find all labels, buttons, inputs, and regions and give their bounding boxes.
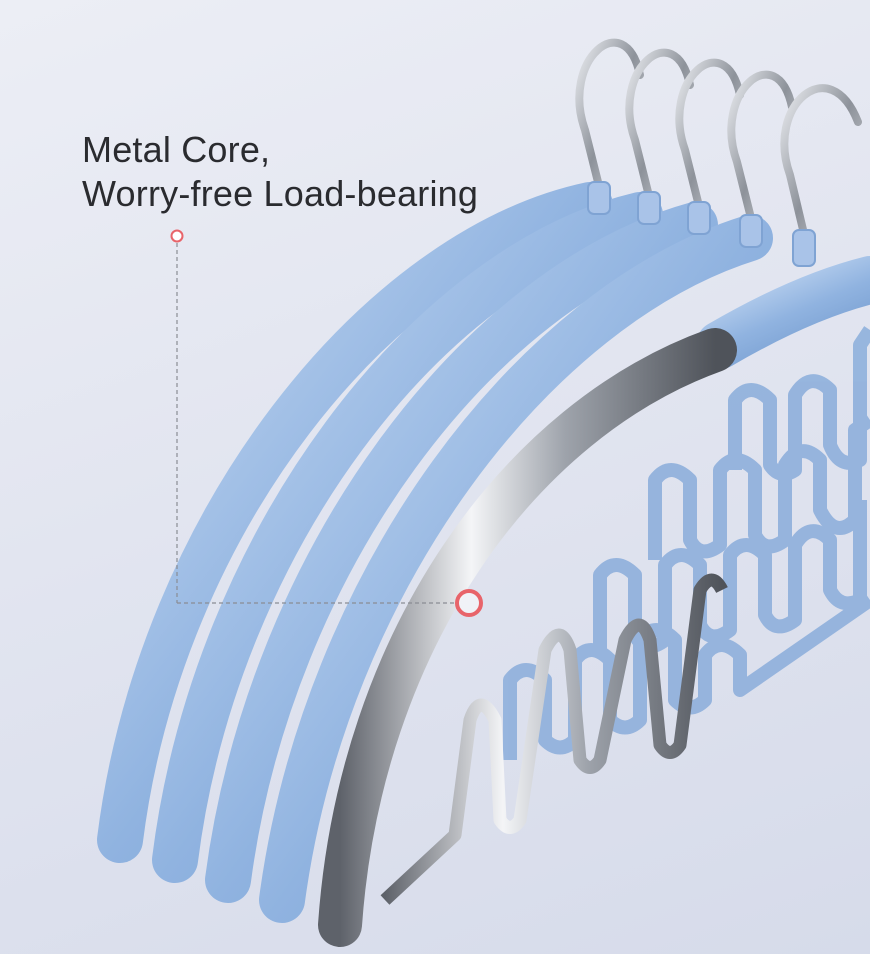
hanger-arm-4 — [259, 215, 773, 923]
metal-zigzag-clip — [380, 573, 728, 905]
hook-collars — [587, 181, 816, 267]
hook-icon — [675, 58, 744, 214]
hanger-arm-5-top — [696, 256, 870, 369]
callout-leader — [170, 229, 483, 617]
hanger-arm-1 — [97, 182, 613, 863]
hook-icon — [727, 70, 796, 226]
hooks — [575, 38, 862, 242]
hook-icon — [780, 84, 862, 242]
hanger-arm-2 — [152, 192, 663, 883]
hook-icon — [625, 48, 694, 204]
hanger-arms — [97, 182, 870, 923]
feature-headline: Metal Core, Worry-free Load-bearing — [82, 128, 478, 216]
headline-line-2: Worry-free Load-bearing — [82, 173, 479, 214]
callout-target-marker — [455, 589, 483, 617]
hanger-arm-3 — [205, 202, 718, 903]
callout-start-dot — [170, 229, 184, 243]
metal-core-arm — [318, 328, 737, 947]
hook-icon — [575, 38, 644, 194]
headline-line-1: Metal Core, — [82, 129, 271, 170]
zigzag-clip-rail — [503, 326, 870, 760]
